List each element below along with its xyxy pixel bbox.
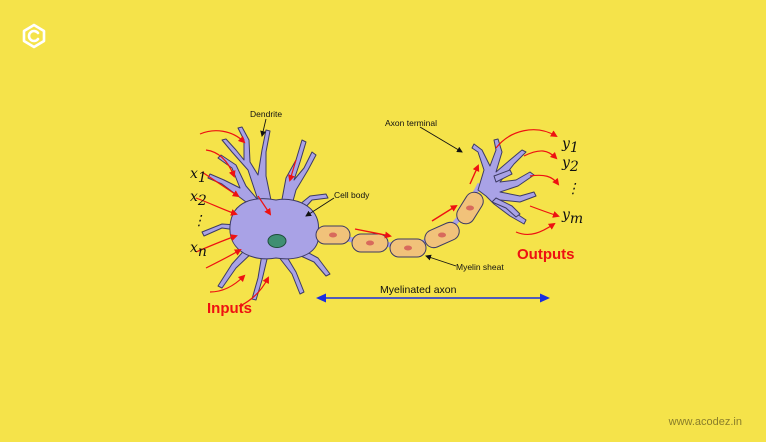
nucleus bbox=[267, 234, 287, 248]
output-signal-arrows bbox=[495, 129, 560, 236]
input-var: ⋮ bbox=[192, 213, 206, 229]
input-var: x1 bbox=[190, 166, 207, 186]
input-signal-arrows bbox=[195, 130, 297, 307]
cell-body bbox=[201, 126, 331, 301]
dendrite-label: Dendrite bbox=[250, 109, 282, 119]
input-variables: x1 x2 ⋮ xn bbox=[190, 166, 207, 260]
output-var: ⋮ bbox=[566, 181, 580, 197]
axon-terminal-label: Axon terminal bbox=[385, 118, 437, 128]
output-variables: y1 y2 ⋮ ym bbox=[561, 136, 583, 227]
input-var: xn bbox=[190, 240, 207, 260]
outputs-label: Outputs bbox=[517, 246, 575, 263]
acodez-logo-icon[interactable] bbox=[20, 22, 48, 50]
input-var: x2 bbox=[190, 189, 207, 209]
inputs-label: Inputs bbox=[207, 300, 252, 317]
cell-body-label: Cell body bbox=[334, 190, 370, 200]
label-pointers bbox=[260, 118, 463, 267]
output-var: y1 bbox=[561, 136, 579, 156]
output-var: y2 bbox=[561, 155, 579, 175]
watermark[interactable]: www.acodez.in bbox=[668, 416, 742, 428]
axon-signal-arrows bbox=[354, 164, 480, 239]
output-var: ym bbox=[561, 207, 583, 227]
axon-terminal bbox=[471, 138, 537, 225]
axon bbox=[315, 182, 484, 258]
myelin-sheath-label: Myelin sheat bbox=[456, 262, 504, 272]
myelinated-axon-label: Myelinated axon bbox=[380, 284, 457, 296]
